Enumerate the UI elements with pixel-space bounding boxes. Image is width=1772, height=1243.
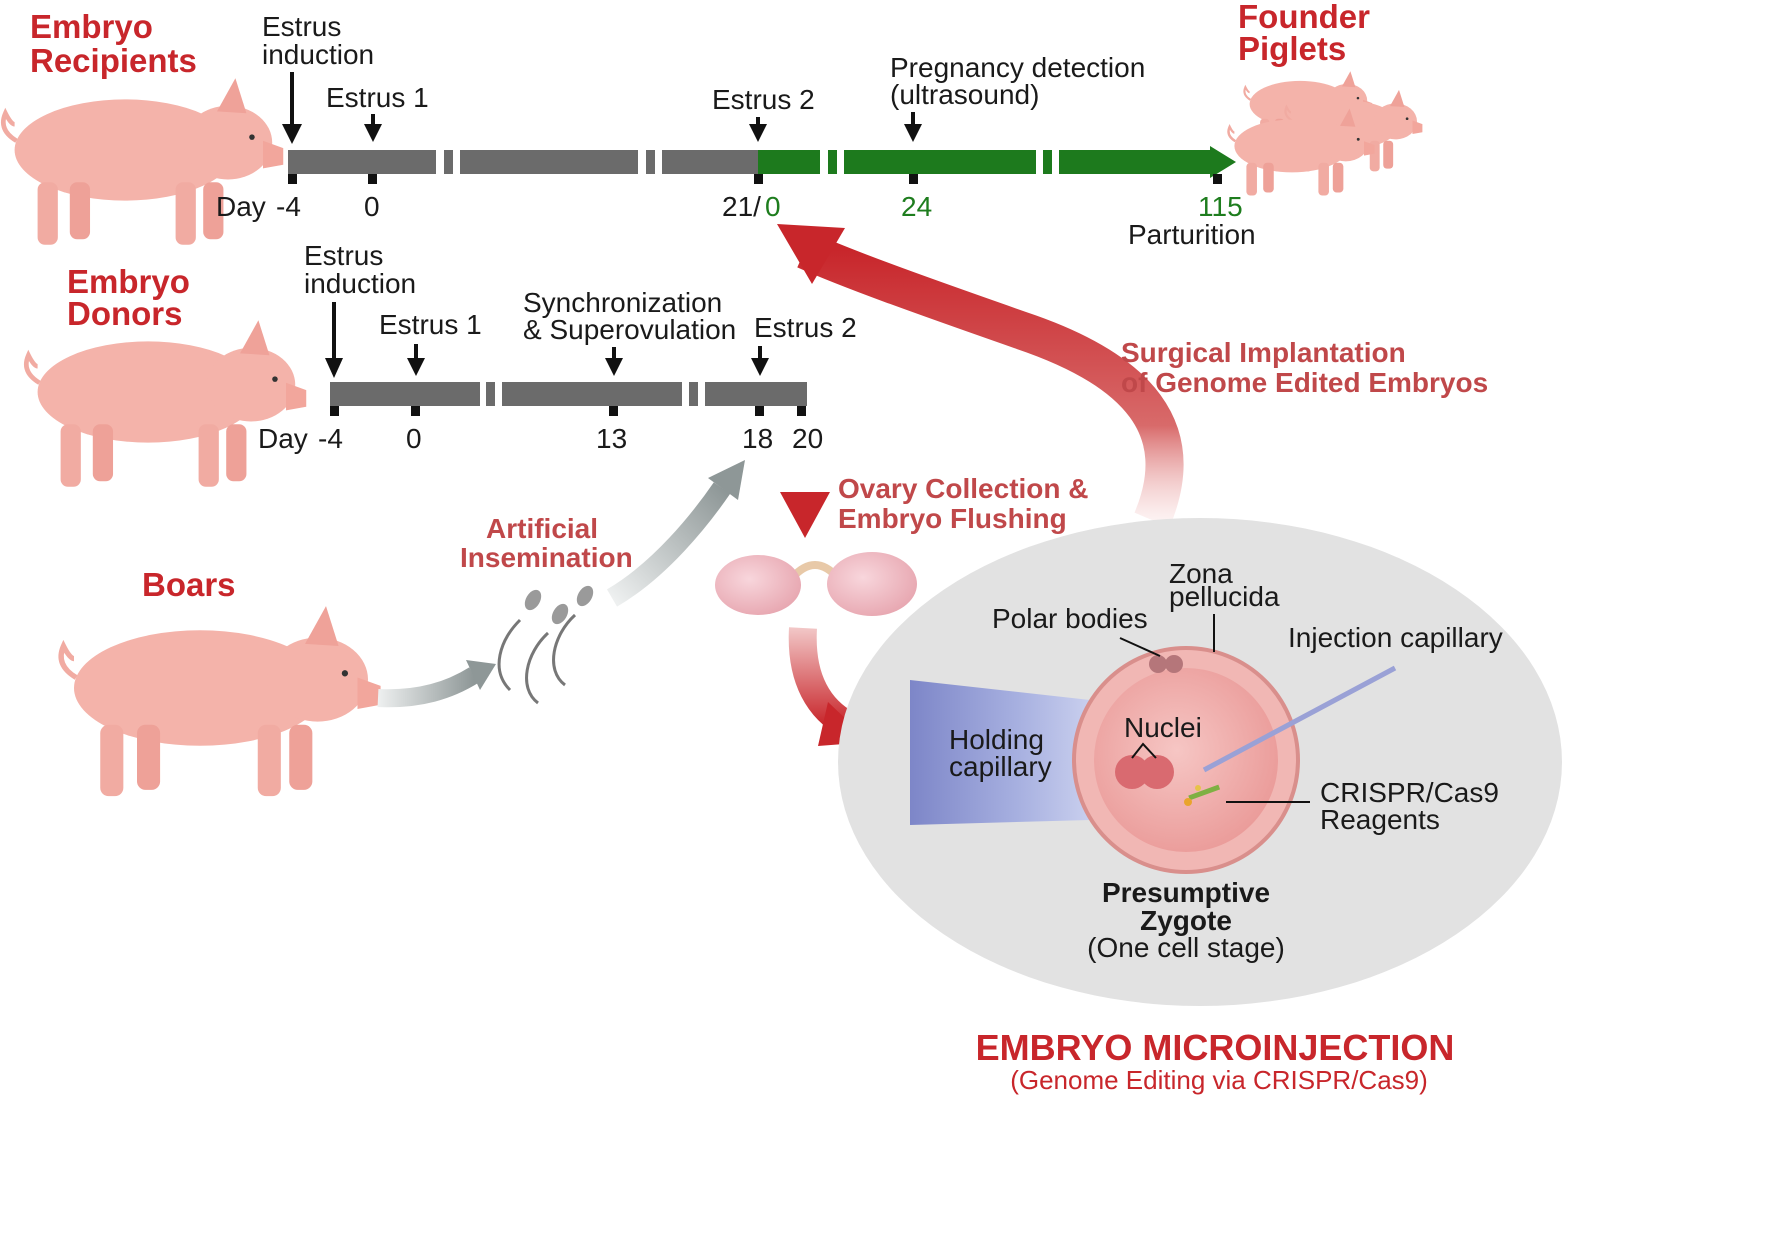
donors-estrus-induction-line2: induction bbox=[304, 268, 416, 299]
injection-capillary-image bbox=[1202, 665, 1397, 773]
implantation-arrow-shaft bbox=[797, 232, 1184, 528]
ovary-label-line2: Embryo Flushing bbox=[838, 503, 1067, 534]
founders-title-line1: Founder bbox=[1238, 0, 1370, 35]
recipients-day-24: 24 bbox=[901, 191, 932, 222]
boar-to-sperm-arrow bbox=[377, 667, 479, 708]
ai-label-line2: Insemination bbox=[460, 542, 633, 573]
implant-label-line2: of Genome Edited Embryos bbox=[1121, 367, 1488, 398]
recipients-estrus1-label: Estrus 1 bbox=[326, 82, 429, 113]
recipients-pregnancy-line2: (ultrasound) bbox=[890, 79, 1039, 110]
recipients-event-arrows bbox=[282, 72, 922, 144]
boar-to-sperm-arrowhead bbox=[466, 660, 496, 690]
crispr-label-line1: CRISPR/Cas9 bbox=[1320, 777, 1499, 808]
recipients-estrus-induction-line2: induction bbox=[262, 39, 374, 70]
recipients-estrus2-label: Estrus 2 bbox=[712, 84, 815, 115]
donors-sync-line1: Synchronization bbox=[523, 287, 722, 318]
zona-label-line1: Zona bbox=[1169, 558, 1233, 589]
donors-day-18: 18 bbox=[742, 423, 773, 454]
insemination-arrow-head bbox=[708, 460, 745, 500]
polar-bodies-leader-line bbox=[1119, 637, 1161, 657]
donors-day-label: Day bbox=[258, 423, 308, 454]
recipients-timeline-bar bbox=[288, 146, 1236, 184]
donors-estrus-induction-line1: Estrus bbox=[304, 240, 383, 271]
recipients-day-minus4: -4 bbox=[276, 191, 301, 222]
donors-day-13: 13 bbox=[596, 423, 627, 454]
zona-label-line2: pellucida bbox=[1169, 581, 1280, 612]
donors-day-20: 20 bbox=[792, 423, 823, 454]
microinjection-title: EMBRYO MICROINJECTION bbox=[976, 1027, 1455, 1068]
nuclei-label: Nuclei bbox=[1124, 712, 1202, 743]
zygote-subtitle: (One cell stage) bbox=[1087, 932, 1285, 963]
recipients-day-21: 21/ bbox=[722, 191, 761, 222]
founders-title-line2: Piglets bbox=[1238, 30, 1346, 67]
recipients-day-0-pregnancy: 0 bbox=[765, 191, 781, 222]
crispr-label-line2: Reagents bbox=[1320, 804, 1440, 835]
donors-title-line1: Embryo bbox=[67, 263, 190, 300]
recipients-estrus-induction-line1: Estrus bbox=[262, 11, 341, 42]
boars-title: Boars bbox=[142, 566, 236, 603]
donors-estrus1-label: Estrus 1 bbox=[379, 309, 482, 340]
sperm-cells-image bbox=[497, 585, 594, 705]
recipients-pregnancy-line1: Pregnancy detection bbox=[890, 52, 1145, 83]
polar-bodies-label: Polar bodies bbox=[992, 603, 1148, 634]
microinjection-subtitle: (Genome Editing via CRISPR/Cas9) bbox=[1010, 1065, 1428, 1095]
insemination-arrow-shaft bbox=[606, 482, 731, 607]
donors-sync-line2: & Superovulation bbox=[523, 314, 736, 345]
implantation-arrow-head bbox=[777, 224, 845, 284]
to-microinjection-arrow-shaft bbox=[788, 627, 856, 738]
donor-pig-image bbox=[26, 320, 306, 487]
donors-estrus2-label: Estrus 2 bbox=[754, 312, 857, 343]
ai-label-line1: Artificial bbox=[486, 513, 598, 544]
zygote-title-line1: Presumptive bbox=[1102, 877, 1270, 908]
donors-timeline-bar bbox=[330, 382, 807, 416]
ovaries-image bbox=[715, 552, 917, 616]
implant-label-line1: Surgical Implantation bbox=[1121, 337, 1406, 368]
donors-event-arrows bbox=[325, 302, 769, 378]
donors-day-minus4: -4 bbox=[318, 423, 343, 454]
recipients-title-line1: Embryo bbox=[30, 8, 153, 45]
nuclei-leader-line bbox=[1131, 742, 1157, 759]
holding-capillary-line2: capillary bbox=[949, 751, 1052, 782]
recipients-day-115: 115 bbox=[1198, 191, 1243, 222]
zygote-title-line2: Zygote bbox=[1140, 905, 1232, 936]
holding-capillary-line1: Holding bbox=[949, 724, 1044, 755]
ovary-label-line1: Ovary Collection & bbox=[838, 473, 1089, 504]
donors-title-line2: Donors bbox=[67, 295, 183, 332]
recipients-day-label: Day bbox=[216, 191, 266, 222]
founder-piglets-image bbox=[1227, 70, 1424, 197]
recipients-title-line2: Recipients bbox=[30, 42, 197, 79]
boar-pig-image bbox=[61, 606, 381, 796]
injection-capillary-label: Injection capillary bbox=[1288, 622, 1503, 653]
zygote-cell-image bbox=[1072, 646, 1300, 874]
recipients-day-0: 0 bbox=[364, 191, 380, 222]
recipients-parturition-label: Parturition bbox=[1128, 219, 1256, 250]
ovary-arrow-head bbox=[780, 492, 830, 538]
donors-day-0: 0 bbox=[406, 423, 422, 454]
